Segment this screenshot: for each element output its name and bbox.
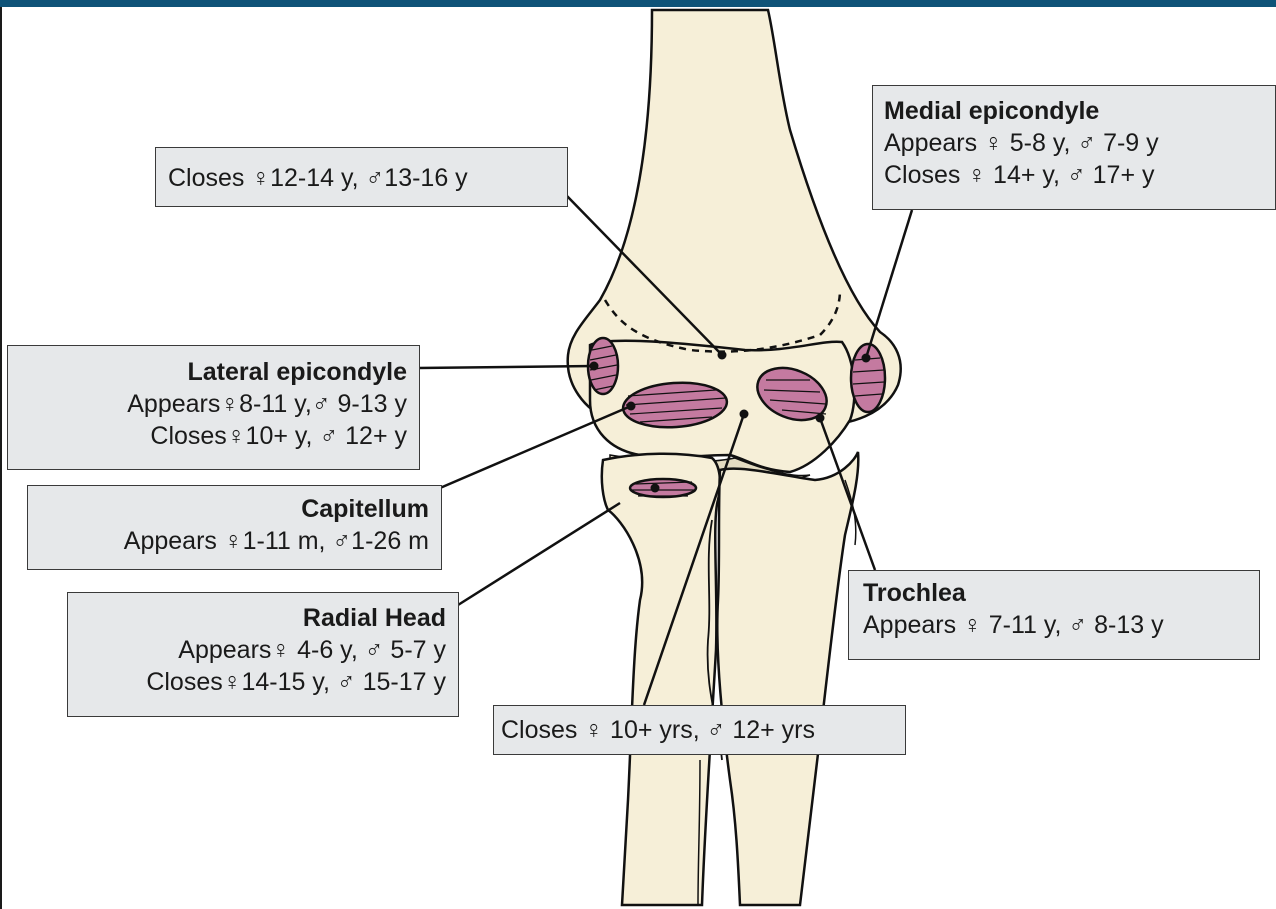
humerus-physis-label: Closes ♀12-14 y, ♂13-16 y	[155, 147, 568, 207]
lateral-epicondyle-appears: Appears♀8-11 y,♂ 9-13 y	[8, 388, 407, 420]
olecranon-label: Closes ♀ 10+ yrs, ♂ 12+ yrs	[493, 705, 906, 755]
radial-head-label: Radial Head Appears♀ 4-6 y, ♂ 5-7 y Clos…	[67, 592, 459, 717]
capitellum-appears: Appears ♀1-11 m, ♂1-26 m	[28, 525, 429, 557]
medial-epicondyle-title: Medial epicondyle	[884, 95, 1275, 127]
trochlea-appears: Appears ♀ 7-11 y, ♂ 8-13 y	[863, 609, 1259, 641]
radial-head-closes: Closes♀14-15 y, ♂ 15-17 y	[68, 666, 446, 698]
lateral-epicondyle-closes: Closes♀10+ y, ♂ 12+ y	[8, 420, 407, 452]
lateral-epicondyle-title: Lateral epicondyle	[8, 356, 407, 388]
humerus-physis-closes: Closes ♀12-14 y, ♂13-16 y	[168, 162, 567, 194]
olecranon-closes: Closes ♀ 10+ yrs, ♂ 12+ yrs	[501, 714, 905, 746]
ulna	[717, 452, 858, 905]
capitellum-title: Capitellum	[28, 493, 429, 525]
radial-head-appears: Appears♀ 4-6 y, ♂ 5-7 y	[68, 634, 446, 666]
radius	[602, 454, 720, 905]
medial-epicondyle-closes: Closes ♀ 14+ y, ♂ 17+ y	[884, 159, 1275, 191]
capitellum-label: Capitellum Appears ♀1-11 m, ♂1-26 m	[27, 485, 442, 570]
radial-head-title: Radial Head	[68, 602, 446, 634]
medial-epicondyle-appears: Appears ♀ 5-8 y, ♂ 7-9 y	[884, 127, 1275, 159]
medial-epicondyle-label: Medial epicondyle Appears ♀ 5-8 y, ♂ 7-9…	[872, 85, 1276, 210]
trochlea-label: Trochlea Appears ♀ 7-11 y, ♂ 8-13 y	[848, 570, 1260, 660]
trochlea-title: Trochlea	[863, 577, 1259, 609]
lateral-epicondyle-label: Lateral epicondyle Appears♀8-11 y,♂ 9-13…	[7, 345, 420, 470]
